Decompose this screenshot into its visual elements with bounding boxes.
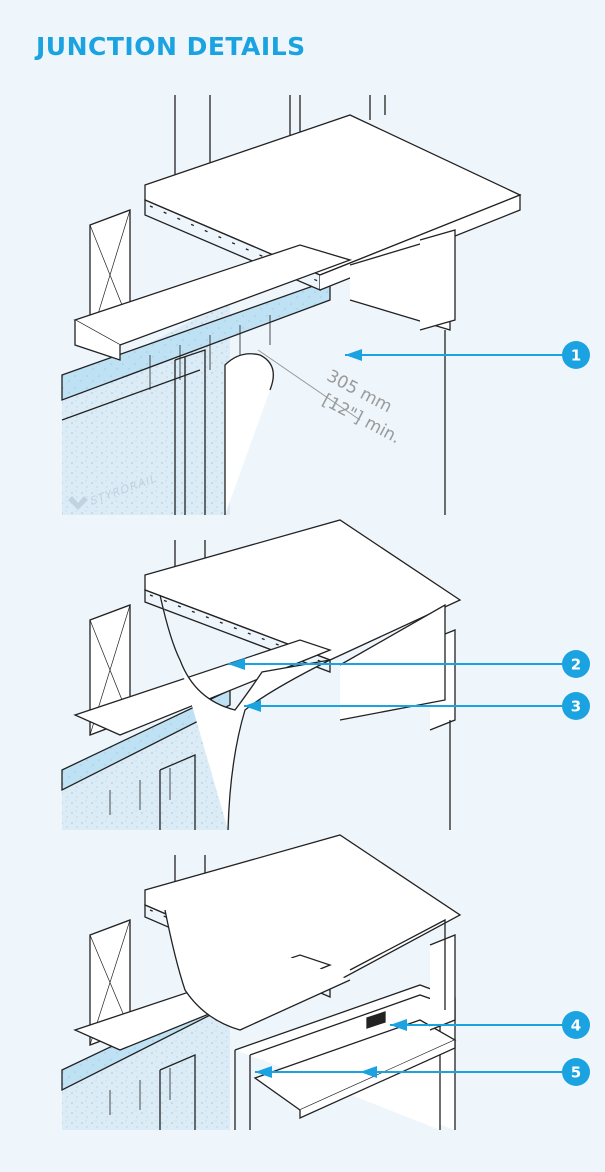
junction-view-1 bbox=[61, 95, 522, 515]
arrowhead-4 bbox=[390, 1019, 407, 1031]
callout-number-3: 3 bbox=[571, 698, 581, 716]
callout-number-5: 5 bbox=[571, 1064, 581, 1082]
junction-view-3 bbox=[61, 834, 462, 1130]
arrowhead-5b bbox=[360, 1066, 377, 1078]
junction-view-2 bbox=[61, 519, 462, 831]
callout-badge-4: 4 bbox=[562, 1011, 590, 1039]
callout-badge-1: 1 bbox=[562, 341, 590, 369]
callout-number-2: 2 bbox=[571, 656, 581, 674]
arrowhead-1 bbox=[345, 349, 362, 361]
callout-badge-3: 3 bbox=[562, 692, 590, 720]
page-title: JUNCTION DETAILS bbox=[36, 32, 306, 61]
arrowhead-2 bbox=[228, 658, 245, 670]
callout-badge-2: 2 bbox=[562, 650, 590, 678]
callout-number-4: 4 bbox=[571, 1017, 581, 1035]
leader-lines bbox=[228, 349, 576, 1078]
callout-badge-5: 5 bbox=[562, 1058, 590, 1086]
callout-number-1: 1 bbox=[571, 347, 581, 365]
arrowhead-3 bbox=[244, 700, 261, 712]
arrowhead-5 bbox=[255, 1066, 272, 1078]
